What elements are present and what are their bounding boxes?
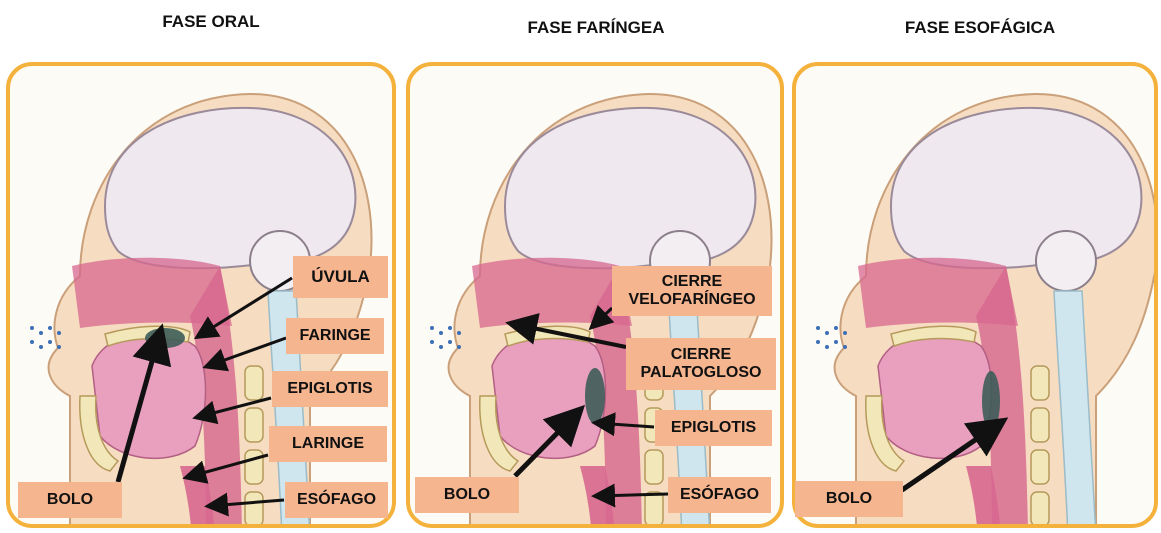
breath-dot xyxy=(816,340,820,344)
label-cierre-velofaringeo-line1: CIERRE xyxy=(662,273,722,291)
label-epiglotis-pharyngeal: EPIGLOTIS xyxy=(655,410,772,446)
vertebra xyxy=(1031,408,1049,442)
tongue xyxy=(92,332,206,458)
label-uvula: ÚVULA xyxy=(293,256,388,298)
breath-dot xyxy=(439,345,443,349)
tongue xyxy=(878,332,992,458)
breath-dot xyxy=(448,326,452,330)
breath-dot xyxy=(834,340,838,344)
vertebra xyxy=(245,366,263,400)
phase-title-oral: FASE ORAL xyxy=(162,12,259,32)
breath-dot xyxy=(825,345,829,349)
label-cierre-velofaringeo: CIERRE VELOFARÍNGEO xyxy=(612,266,772,316)
label-laringe: LARINGE xyxy=(269,426,387,462)
label-bolo-pharyngeal: BOLO xyxy=(415,477,519,513)
vertebra xyxy=(245,408,263,442)
label-faringe: FARINGE xyxy=(286,318,384,354)
breath-dot xyxy=(825,331,829,335)
phase-title-pharyngeal: FASE FARÍNGEA xyxy=(528,18,665,38)
label-cierre-velofaringeo-line2: VELOFARÍNGEO xyxy=(628,291,755,309)
breath-dot xyxy=(457,331,461,335)
head-illustration-esophageal xyxy=(796,66,1158,528)
vertebra xyxy=(1031,450,1049,484)
label-cierre-palatogloso-line1: CIERRE xyxy=(671,346,731,364)
phase-title-esophageal: FASE ESOFÁGICA xyxy=(905,18,1055,38)
vertebra xyxy=(1031,492,1049,526)
breath-dot xyxy=(57,345,61,349)
panel-esophageal xyxy=(792,62,1158,528)
breath-dot xyxy=(430,340,434,344)
breath-dot xyxy=(834,326,838,330)
bolus xyxy=(585,368,605,424)
breath-dot xyxy=(816,326,820,330)
cerebellum xyxy=(1036,231,1096,291)
breath-dot xyxy=(30,326,34,330)
breath-dot xyxy=(439,331,443,335)
bolus xyxy=(145,328,185,348)
vertebra xyxy=(245,492,263,526)
breath-dot xyxy=(30,340,34,344)
breath-dot xyxy=(843,345,847,349)
breath-dot xyxy=(48,326,52,330)
breath-dot xyxy=(430,326,434,330)
breath-dot xyxy=(57,331,61,335)
vertebra xyxy=(645,450,663,484)
label-epiglotis-oral: EPIGLOTIS xyxy=(272,371,388,407)
vertebra xyxy=(245,450,263,484)
breath-dot xyxy=(39,331,43,335)
label-bolo-esophageal: BOLO xyxy=(795,481,903,517)
label-esofago-oral: ESÓFAGO xyxy=(285,482,388,518)
bolus xyxy=(982,371,1000,431)
breath-dot xyxy=(843,331,847,335)
label-esofago-pharyngeal: ESÓFAGO xyxy=(668,477,771,513)
breath-dot xyxy=(457,345,461,349)
breath-dot xyxy=(48,340,52,344)
vertebra xyxy=(1031,366,1049,400)
label-cierre-palatogloso-line2: PALATOGLOSO xyxy=(641,364,762,382)
label-bolo-oral: BOLO xyxy=(18,482,122,518)
breath-dot xyxy=(39,345,43,349)
label-cierre-palatogloso: CIERRE PALATOGLOSO xyxy=(626,338,776,390)
vertebra xyxy=(645,492,663,526)
breath-dot xyxy=(448,340,452,344)
